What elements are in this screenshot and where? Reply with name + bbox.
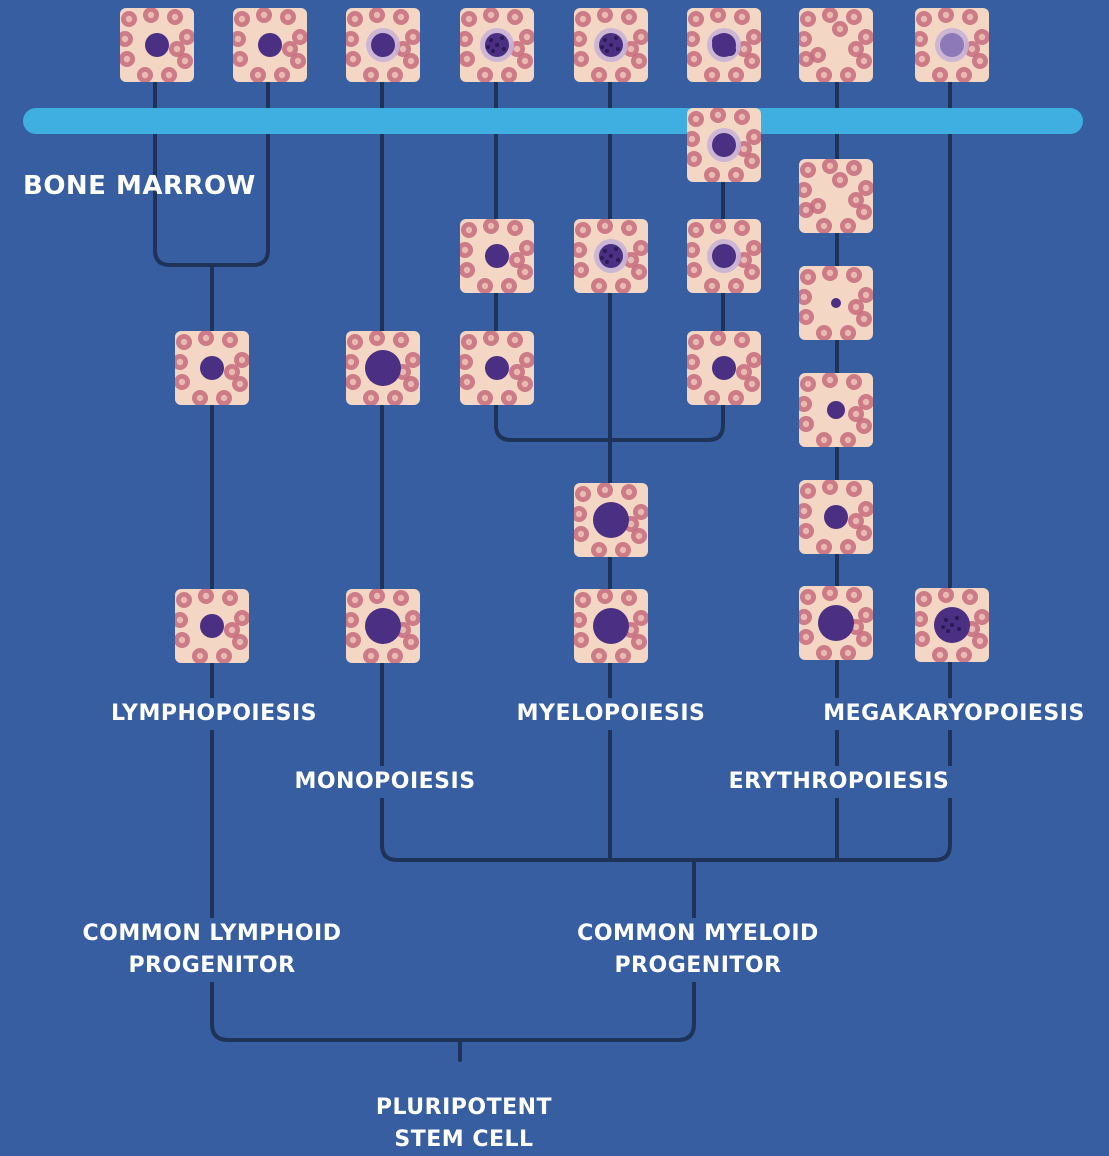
cell-image-large-lymphocyte (233, 8, 307, 82)
cell-image-promonocyte (346, 331, 420, 405)
cell-image-platelets (915, 8, 989, 82)
monopoiesis-label: MONOPOIESIS (286, 766, 484, 798)
cell-image-monoblast (346, 589, 420, 663)
connector-line (210, 263, 696, 1042)
cell-image-neutrophilic-myelocyte (687, 331, 761, 405)
cell-image-monocyte (346, 8, 420, 82)
lymphopoiesis-label: LYMPHOPOIESIS (102, 698, 326, 730)
connector-line (380, 43, 952, 862)
cell-image-lymphoblast (175, 589, 249, 663)
common-myeloid-progenitor-label: COMMON MYELOID PROGENITOR (556, 918, 840, 982)
cell-image-basophilic-myelocyte (460, 331, 534, 405)
pluripotent-stem-cell-label: PLURIPOTENT STEM CELL (360, 1092, 568, 1156)
cell-tiles (120, 8, 989, 663)
myelopoiesis-label: MYELOPOIESIS (509, 698, 713, 730)
cell-image-neutrophilic-metamyelocyte (687, 219, 761, 293)
cell-image-band-neutrophil (687, 108, 761, 182)
cell-image-eosinophilic-metamyelocyte (574, 219, 648, 293)
cell-image-basophilic-metamyelocyte (460, 219, 534, 293)
cell-image-myeloblast (574, 589, 648, 663)
cell-image-basophil (460, 8, 534, 82)
cell-image-neutrophil (687, 8, 761, 82)
cell-image-pronormoblast (799, 586, 873, 660)
cell-image-erythrocyte (799, 8, 873, 82)
bloodstream-bar (23, 108, 1083, 134)
cell-image-megakaryoblast (915, 588, 989, 662)
megakaryopoiesis-label: MEGAKARYOPOIESIS (812, 698, 1096, 730)
cell-image-basophilic-normoblast (799, 480, 873, 554)
cell-image-eosinophil (574, 8, 648, 82)
cell-image-reticulocyte (799, 159, 873, 233)
cell-image-promyelocyte (574, 483, 648, 557)
common-lymphoid-progenitor-label: COMMON LYMPHOID PROGENITOR (60, 918, 364, 982)
cell-image-polychromatic-normoblast (799, 373, 873, 447)
cell-image-small-lymphocyte (120, 8, 194, 82)
bone-marrow-label: BONE MARROW (23, 171, 256, 201)
erythropoiesis-label: ERYTHROPOIESIS (722, 766, 956, 798)
cell-image-prolymphocyte (175, 331, 249, 405)
cell-image-orthochromatic-normoblast (799, 266, 873, 340)
